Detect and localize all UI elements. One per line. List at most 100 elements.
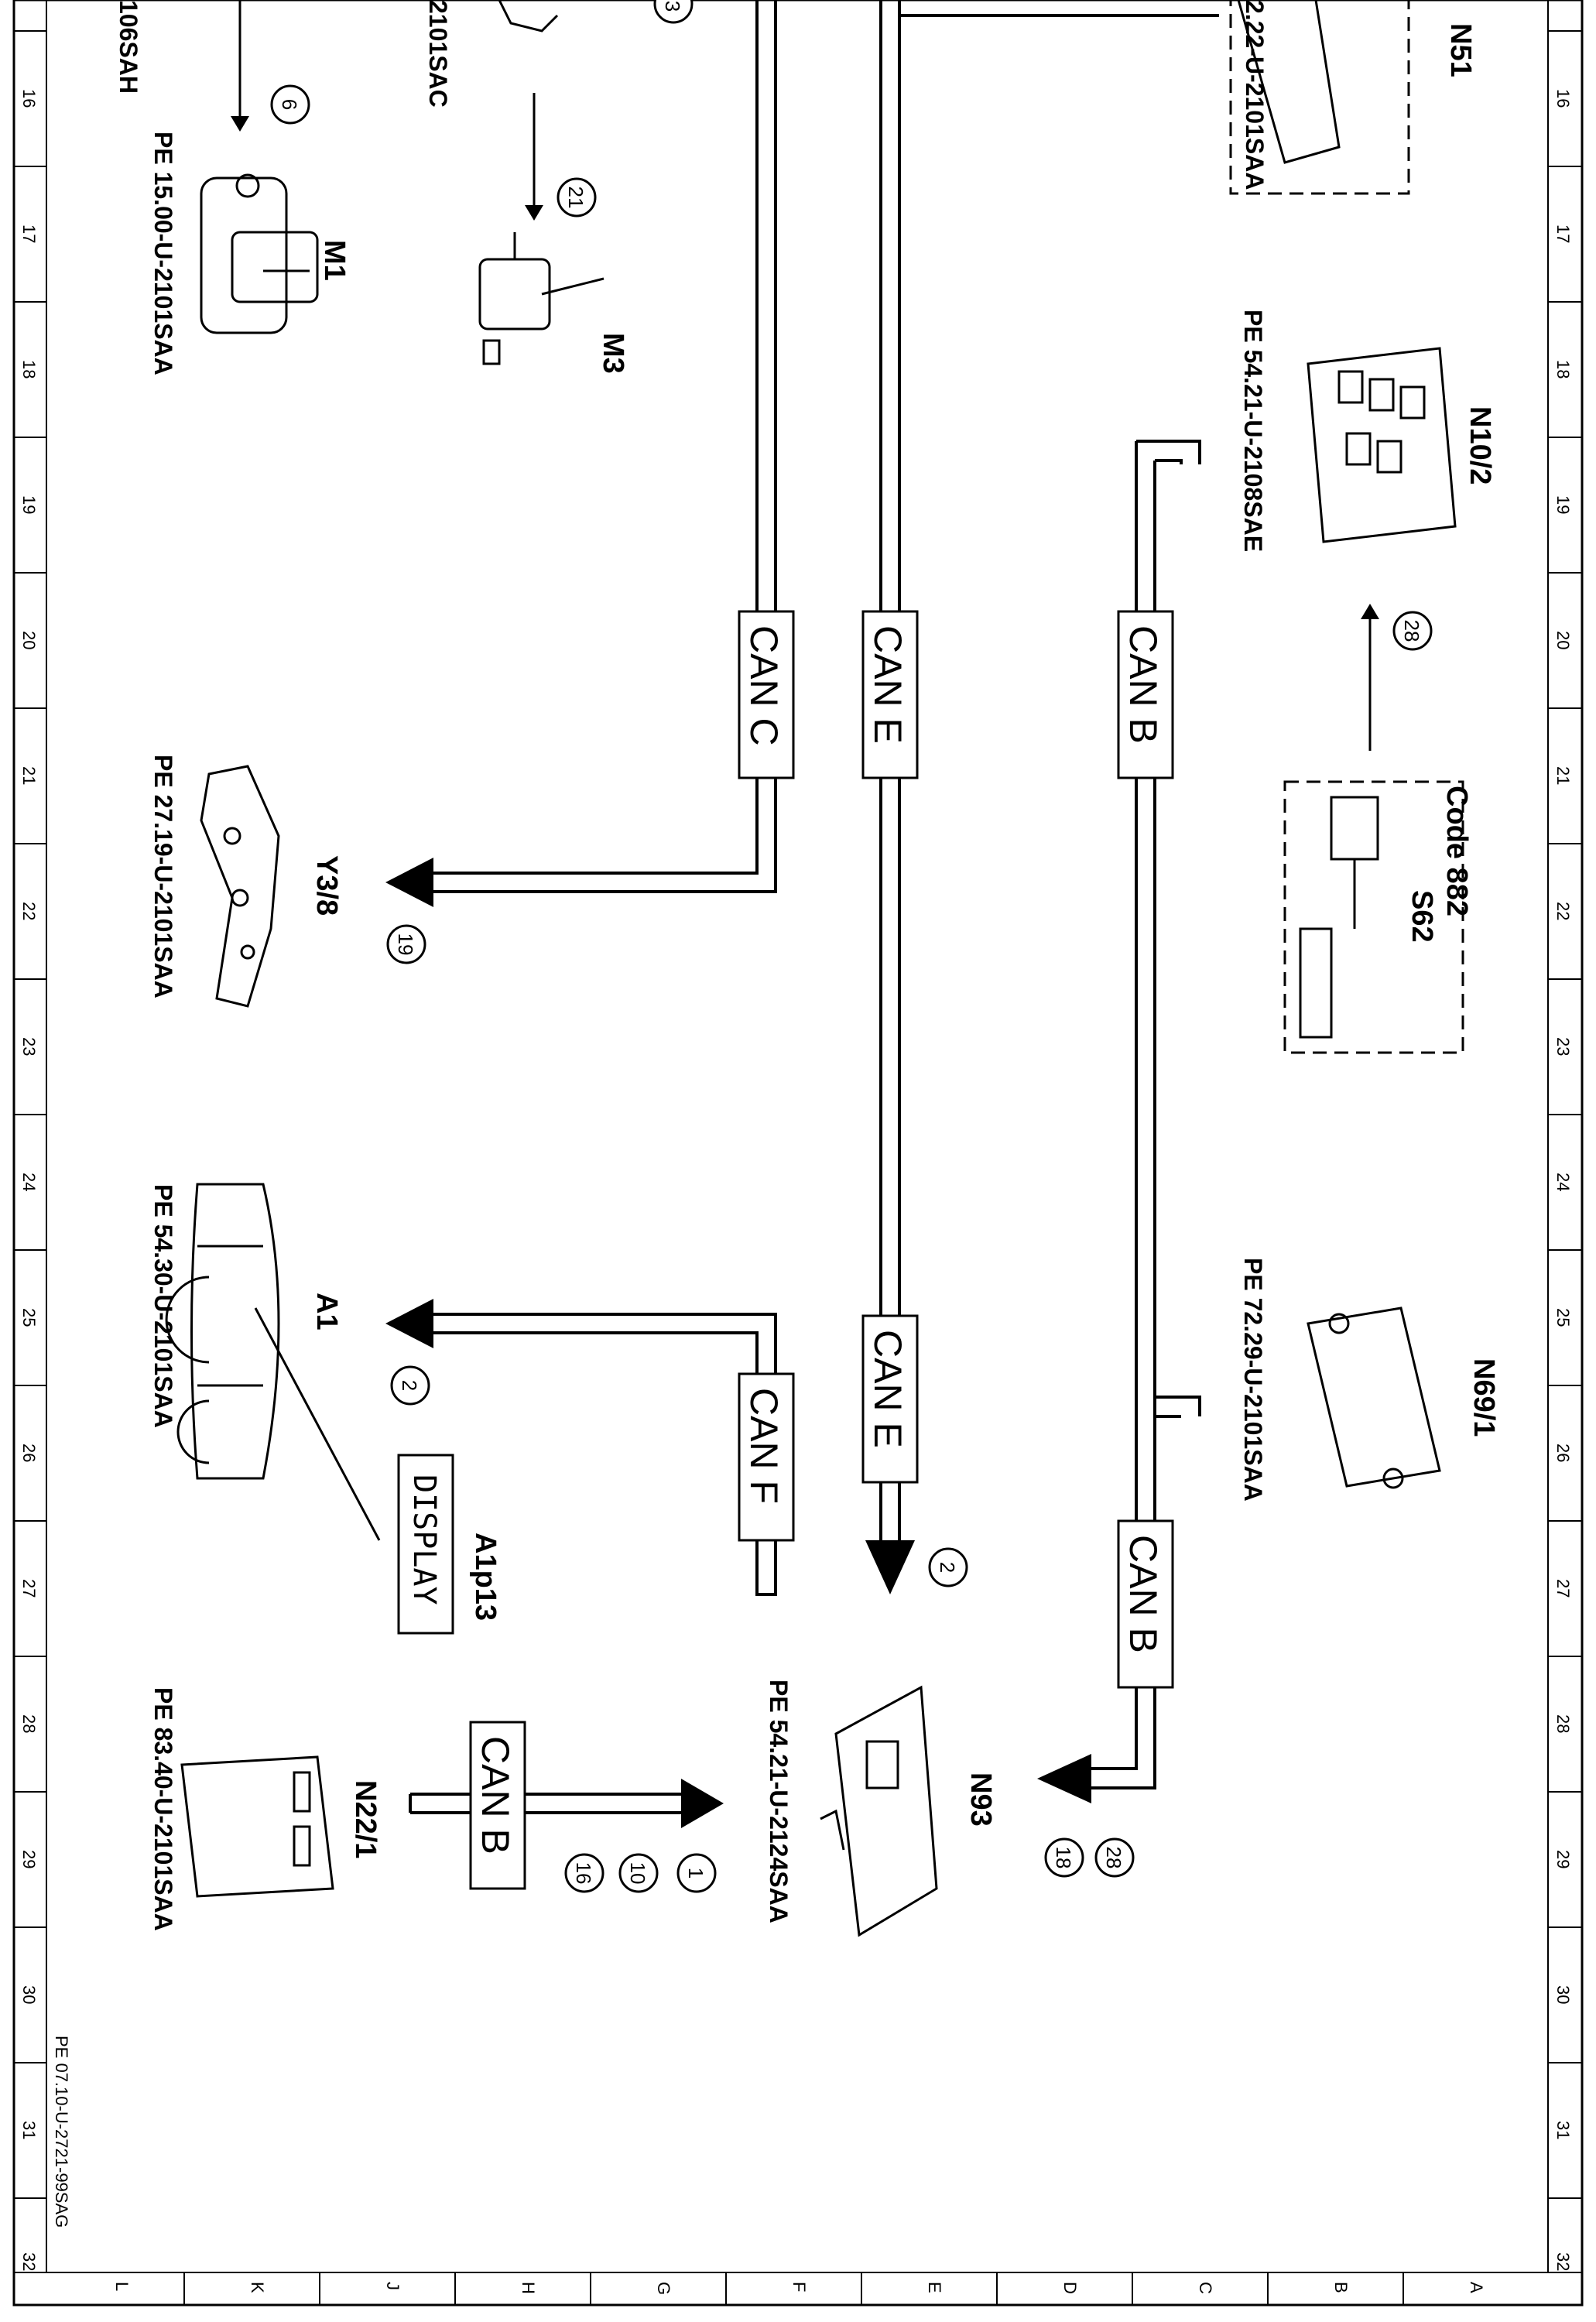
m3-fuel-pump-icon	[478, 232, 604, 365]
arrow-y3-8	[385, 858, 433, 907]
label-m3: M3	[597, 333, 629, 374]
callout-n10-2: 28	[1400, 620, 1423, 642]
ruler-col-16-right: 16	[1553, 89, 1573, 108]
a1p13-display-box	[397, 1454, 454, 1635]
ruler-row-A: A	[1467, 2282, 1486, 2293]
bus-label-boxes: CAN C CAN E CAN E CAN B CAN B CAN F CAN …	[469, 610, 1174, 1890]
wire-can-b-n69	[1155, 1396, 1201, 1416]
ruler-row-E: E	[925, 2282, 944, 2293]
ruler-col-17: 17	[19, 224, 39, 243]
a1p13-display-text: DISPLAY	[406, 1474, 442, 1605]
ref-n51: 2.22-U-2101SAA	[1241, 0, 1269, 190]
callout-partial-top: 3	[661, 1, 684, 12]
ruler-col-28: 28	[19, 1714, 39, 1733]
label-n10-2: N10/2	[1464, 406, 1496, 485]
ruler-col-22: 22	[19, 902, 39, 920]
ruler-row-C: C	[1196, 2282, 1215, 2294]
ruler-col-29-right: 29	[1553, 1850, 1573, 1868]
ruler-labels: 16 17 18 19 20 21 22 23 24 25 26 27 28 2…	[19, 89, 1573, 2295]
label-a1p13: A1p13	[469, 1533, 502, 1621]
ruler-col-32: 32	[19, 2252, 39, 2271]
label-can-b-1: CAN B	[1122, 625, 1165, 744]
wire-can-c	[433, 0, 759, 875]
footer-ref: PE 07.10-U-2721-99SAG	[52, 2036, 71, 2228]
ruler-col-18: 18	[19, 360, 39, 378]
arrow-m1	[231, 116, 249, 132]
ruler-col-28-right: 28	[1553, 1714, 1573, 1733]
label-can-e-2: CAN E	[866, 1330, 909, 1448]
ref-n10-2: PE 54.21-U-2108SAE	[1239, 310, 1267, 552]
ruler-col-18-right: 18	[1553, 360, 1573, 378]
ruler-col-27: 27	[19, 1579, 39, 1598]
ruler-col-23: 23	[19, 1037, 39, 1056]
ruler-col-24: 24	[19, 1173, 39, 1191]
arrow-shafts	[238, 0, 1372, 751]
code-s62: Code 882	[1440, 786, 1473, 916]
ref-n22-1: PE 83.40-U-2101SAA	[149, 1687, 177, 1931]
arrow-n93	[1037, 1754, 1091, 1803]
wire-can-b	[1091, 441, 1138, 1770]
arrow-can-e-down	[865, 1540, 915, 1594]
ruler-col-20-right: 20	[1553, 631, 1573, 649]
wire-can-f	[433, 1313, 777, 1596]
ruler-col-21: 21	[19, 766, 39, 785]
ruler-row-H: H	[519, 2282, 538, 2294]
ruler-col-25-right: 25	[1553, 1308, 1573, 1327]
label-y3-8: Y3/8	[310, 855, 343, 916]
ruler-col-16: 16	[19, 89, 39, 108]
ruler-col-27-right: 27	[1553, 1579, 1573, 1598]
label-can-e-1: CAN E	[866, 625, 909, 744]
ruler-col-26-right: 26	[1553, 1444, 1573, 1462]
ref-y3-8: PE 27.19-U-2101SAA	[149, 755, 177, 998]
ruler-col-19-right: 19	[1553, 495, 1573, 514]
ruler-col-23-right: 23	[1553, 1037, 1573, 1056]
ruler-col-26: 26	[19, 1444, 39, 1462]
label-n22-1: N22/1	[349, 1780, 382, 1858]
label-n93: N93	[964, 1772, 997, 1827]
ruler-col-20: 20	[19, 631, 39, 649]
ruler-col-24-right: 24	[1553, 1173, 1573, 1191]
ruler-col-31: 31	[19, 2121, 39, 2139]
label-can-c: CAN C	[742, 625, 786, 746]
callout-m3: 21	[564, 187, 587, 209]
label-n51: N51	[1444, 23, 1477, 77]
ref-n69-1: PE 72.29-U-2101SAA	[1239, 1258, 1267, 1502]
callout-numbers: 6 21 3 19 2 2 1 10 16 28 18 28	[278, 1, 1423, 1885]
partial-top-left-ref: 106SAH	[115, 0, 142, 94]
partial-component-icon	[498, 0, 559, 33]
n51-module-icon	[1229, 0, 1410, 195]
n22-1-module-icon	[180, 1755, 334, 1898]
callout-m1: 6	[278, 99, 301, 110]
component-labels: M1 PE 15.00-U-2101SAA M3 Y3/8 PE 27.19-U…	[115, 0, 1500, 1931]
ref-m1: PE 15.00-U-2101SAA	[149, 132, 177, 375]
ruler-col-32-right: 32	[1553, 2252, 1573, 2271]
ruler-row-D: D	[1060, 2282, 1080, 2294]
ruler-col-30: 30	[19, 1985, 39, 2004]
ruler-col-31-right: 31	[1553, 2121, 1573, 2139]
sheet-frame	[12, 0, 1584, 2307]
ruler-col-21-right: 21	[1553, 766, 1573, 785]
arrow-n22	[681, 1779, 724, 1828]
callout-n22-1-c: 16	[572, 1862, 595, 1885]
label-n69-1: N69/1	[1468, 1358, 1500, 1437]
ruler-row-F: F	[789, 2282, 809, 2292]
callout-can-e-end: 2	[936, 1562, 959, 1573]
n93-module-icon	[820, 1685, 938, 1937]
arrow-m3	[525, 205, 543, 221]
ruler-col-30-right: 30	[1553, 1985, 1573, 2004]
callout-n93-b: 18	[1052, 1847, 1075, 1869]
label-s62: S62	[1406, 890, 1438, 943]
callout-a1: 2	[398, 1380, 421, 1391]
m1-starter-icon	[200, 173, 319, 334]
label-can-b-2: CAN B	[1122, 1535, 1165, 1653]
callout-y3-8: 19	[394, 933, 417, 956]
label-can-b-3: CAN B	[474, 1736, 517, 1855]
ruler-row-K: K	[248, 2282, 267, 2293]
label-a1: A1	[310, 1293, 343, 1331]
ref-n93: PE 54.21-U-2124SAA	[765, 1680, 793, 1923]
ruler-col-22-right: 22	[1553, 902, 1573, 920]
ruler-col-29: 29	[19, 1850, 39, 1868]
callout-n22-1-a: 1	[684, 1868, 707, 1878]
arrowheads	[231, 116, 1379, 1828]
